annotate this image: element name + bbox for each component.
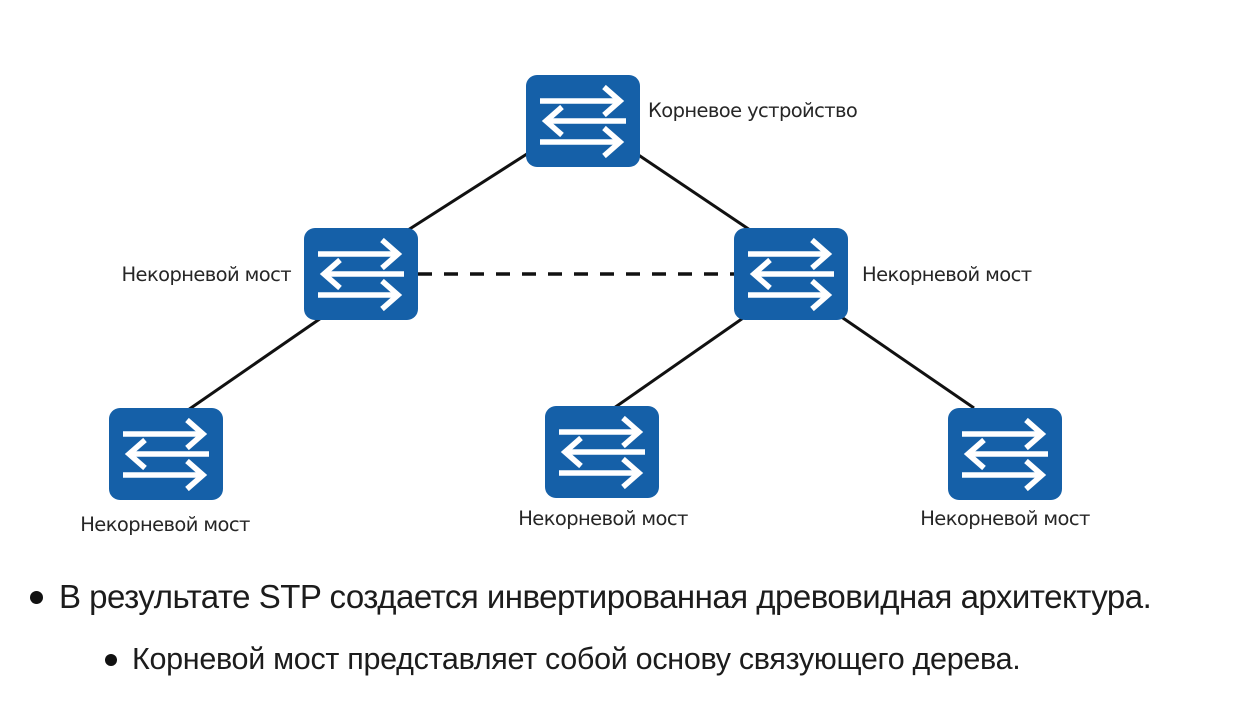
node-bottom-right[interactable]: Некорневой мост xyxy=(920,408,1091,530)
node-root[interactable]: Корневое устройство xyxy=(526,75,858,167)
link-mid-right-to-bottom-center xyxy=(613,314,747,410)
node-label: Некорневой мост xyxy=(518,507,688,530)
node-label: Некорневой мост xyxy=(920,507,1090,530)
bullet-item-level-1: В результате STP создается инвертированн… xyxy=(30,578,1152,616)
bullet-item-level-2: Корневой мост представляет собой основу … xyxy=(105,642,1021,677)
bullet-dot-icon xyxy=(105,653,117,666)
node-label: Некорневой мост xyxy=(121,263,291,286)
link-root-to-mid-left xyxy=(407,150,531,232)
node-mid-left[interactable]: Некорневой мост xyxy=(121,228,418,320)
switch-icon xyxy=(734,228,848,320)
link-mid-left-to-bottom-left xyxy=(187,314,325,412)
switch-icon xyxy=(526,75,640,167)
node-label: Корневое устройство xyxy=(648,99,857,122)
switch-icon xyxy=(109,408,223,500)
switch-icon xyxy=(545,406,659,498)
node-bottom-center[interactable]: Некорневой мост xyxy=(518,406,689,530)
link-root-to-mid-right xyxy=(636,152,751,232)
switch-icon xyxy=(948,408,1062,500)
link-mid-right-to-bottom-right xyxy=(839,314,975,410)
bullet-text: В результате STP создается инвертированн… xyxy=(59,578,1152,615)
node-label: Некорневой мост xyxy=(862,263,1032,286)
node-bottom-left[interactable]: Некорневой мост xyxy=(80,408,251,536)
bullet-dot-icon xyxy=(30,590,43,604)
node-label: Некорневой мост xyxy=(80,513,250,536)
node-mid-right[interactable]: Некорневой мост xyxy=(734,228,1032,320)
links-layer xyxy=(187,150,975,412)
switch-icon xyxy=(304,228,418,320)
stp-topology-diagram: Корневое устройство Некорневой мост Неко… xyxy=(80,0,1091,536)
bullet-text: Корневой мост представляет собой основу … xyxy=(132,642,1021,676)
